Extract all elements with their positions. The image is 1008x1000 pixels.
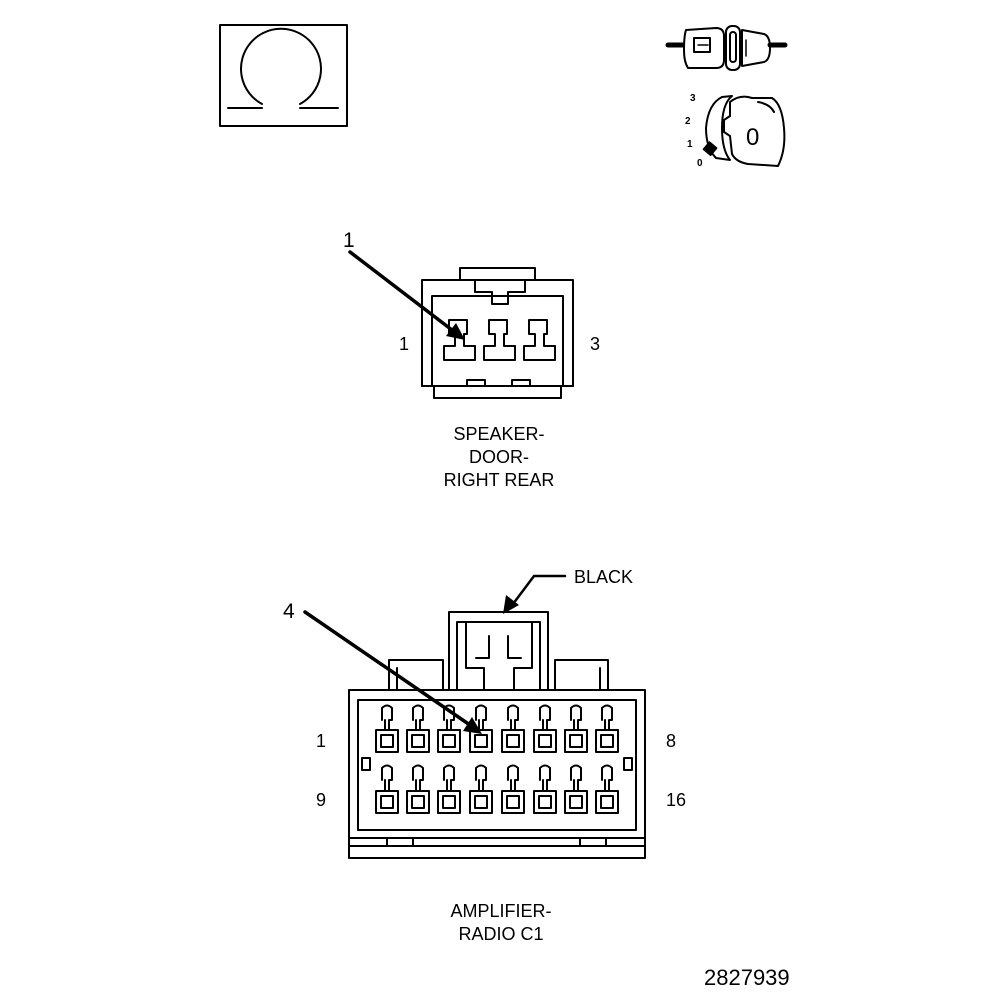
ignition-position-3: 3 — [690, 93, 696, 104]
color-arrowhead — [503, 595, 519, 614]
amp-pin-cavity — [564, 704, 588, 753]
pin-label-row1-left: 1 — [316, 731, 326, 751]
connector-caption-line-2: RADIO C1 — [458, 924, 543, 944]
pin-label-row2-right: 16 — [666, 790, 686, 810]
amp-pin-cavity — [469, 704, 493, 753]
pin-label-left: 1 — [399, 334, 409, 354]
connector-color-label: BLACK — [574, 567, 633, 587]
callout-arrowhead — [446, 323, 465, 340]
connector-caption-line-2: DOOR- — [469, 447, 529, 467]
speaker-terminal — [483, 319, 516, 361]
amp-pin-cavity — [533, 764, 557, 814]
amp-pin-cavity — [533, 704, 557, 753]
figure-id: 2827939 — [704, 965, 790, 990]
callout-leader — [348, 250, 454, 332]
amp-pin-cavity — [437, 704, 461, 753]
connector-caption-line-1: AMPLIFIER- — [450, 901, 551, 921]
amp-pin-cavity — [564, 764, 588, 814]
pin-label-row1-right: 8 — [666, 731, 676, 751]
pin-label-right: 3 — [590, 334, 600, 354]
speaker-terminal — [523, 319, 556, 361]
amp-pin-cavity — [406, 764, 430, 814]
pin-label-row2-left: 9 — [316, 790, 326, 810]
amp-pin-cavity — [375, 704, 399, 753]
amp-pin-cavity — [501, 764, 525, 814]
callout-number: 1 — [343, 229, 355, 252]
amp-pin-cavity — [595, 764, 619, 814]
callout-number: 4 — [283, 600, 295, 623]
ignition-key-label: 0 — [746, 124, 759, 151]
ignition-position-1: 1 — [687, 139, 693, 150]
ignition-key-icon — [665, 25, 788, 167]
ignition-position-0: 0 — [697, 158, 703, 169]
ohm-icon — [219, 24, 348, 127]
speaker-connector — [421, 267, 574, 399]
amp-pin-cavity — [375, 764, 399, 814]
callout-arrowhead — [463, 717, 482, 734]
amp-pin-cavity — [595, 704, 619, 753]
callout-leader — [303, 610, 472, 727]
amp-pin-cavity — [406, 704, 430, 753]
amp-pin-cavity — [469, 764, 493, 814]
ignition-position-2: 2 — [685, 116, 691, 127]
amp-pin-cavity — [501, 704, 525, 753]
color-leader — [508, 574, 567, 610]
amp-pin-cavity — [437, 764, 461, 814]
connector-caption-line-3: RIGHT REAR — [444, 470, 555, 490]
connector-caption-line-1: SPEAKER- — [453, 424, 544, 444]
